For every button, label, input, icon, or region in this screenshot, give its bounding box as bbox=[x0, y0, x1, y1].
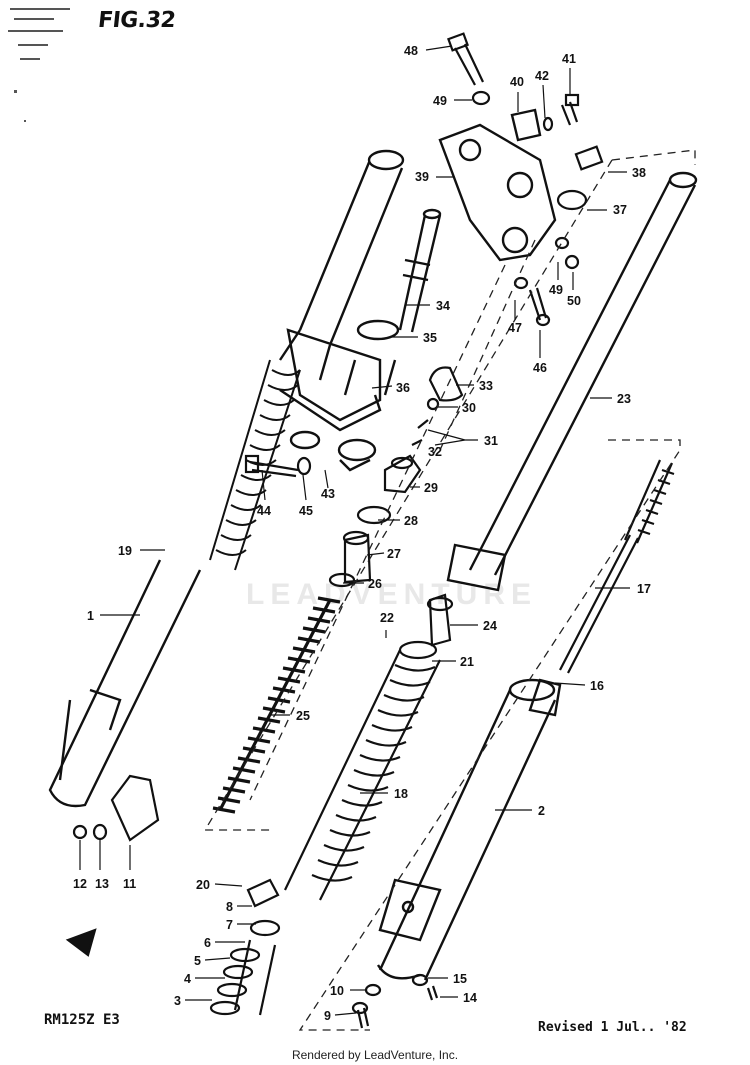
callout-50: 50 bbox=[567, 294, 581, 308]
inner-tube-23 bbox=[446, 171, 698, 592]
steering-stem-34 bbox=[343, 208, 442, 396]
footer-credit: Rendered by LeadVenture, Inc. bbox=[291, 1048, 459, 1062]
callout-29: 29 bbox=[424, 481, 438, 495]
callout-47: 47 bbox=[508, 321, 522, 335]
callout-49b: 49 bbox=[549, 283, 563, 297]
callout-34: 34 bbox=[436, 299, 450, 313]
callout-8: 8 bbox=[226, 900, 233, 914]
callout-11: 11 bbox=[123, 877, 136, 891]
callout-35: 35 bbox=[423, 331, 437, 345]
callout-19: 19 bbox=[118, 544, 132, 558]
callout-36: 36 bbox=[396, 381, 410, 395]
callout-32: 32 bbox=[428, 445, 442, 459]
callout-4: 4 bbox=[184, 972, 191, 986]
revision-note: Revised 1 Jul.. '82 bbox=[538, 1020, 687, 1035]
callout-6: 6 bbox=[204, 936, 211, 950]
callout-18: 18 bbox=[394, 787, 408, 801]
callout-30: 30 bbox=[462, 401, 476, 415]
callout-41: 41 bbox=[562, 52, 576, 66]
callout-33: 33 bbox=[479, 379, 493, 393]
callout-37: 37 bbox=[613, 203, 627, 217]
callout-45: 45 bbox=[299, 504, 313, 518]
callout-21: 21 bbox=[460, 655, 474, 669]
watermark: LEADVENTURE bbox=[246, 578, 538, 611]
figure-title: FIG.32 bbox=[96, 8, 177, 33]
lower-bracket-36 bbox=[279, 389, 382, 472]
callout-leaders bbox=[79, 45, 630, 1016]
callout-13: 13 bbox=[95, 877, 109, 891]
small-parts-center bbox=[244, 366, 464, 588]
bolts-41-48 bbox=[447, 32, 604, 327]
callout-14: 14 bbox=[463, 991, 477, 1005]
callout-25: 25 bbox=[296, 709, 310, 723]
fork-spring-25 bbox=[212, 596, 341, 814]
damper-rod-17 bbox=[559, 459, 675, 674]
dashed-reference-lines bbox=[203, 149, 696, 1031]
callout-49a: 49 bbox=[433, 94, 447, 108]
callout-10: 10 bbox=[330, 984, 344, 998]
callout-28: 28 bbox=[404, 514, 418, 528]
callout-46: 46 bbox=[533, 361, 547, 375]
callout-43: 43 bbox=[321, 487, 335, 501]
lower-left-parts bbox=[65, 774, 439, 1029]
callout-23: 23 bbox=[617, 392, 631, 406]
callout-1: 1 bbox=[87, 609, 94, 623]
callout-22: 22 bbox=[380, 611, 394, 625]
callout-39: 39 bbox=[415, 170, 429, 184]
seals-3-8 bbox=[209, 878, 281, 1016]
callout-5: 5 bbox=[194, 954, 201, 968]
left-fork-leg bbox=[48, 149, 405, 808]
callout-31: 31 bbox=[484, 434, 498, 448]
callout-15: 15 bbox=[453, 972, 467, 986]
callout-44: 44 bbox=[257, 504, 271, 518]
callout-40: 40 bbox=[510, 75, 524, 89]
callout-9: 9 bbox=[324, 1009, 331, 1023]
callout-17: 17 bbox=[637, 582, 651, 596]
callout-27: 27 bbox=[387, 547, 401, 561]
callout-12: 12 bbox=[73, 877, 87, 891]
callout-42: 42 bbox=[535, 69, 549, 83]
model-code: RM125Z E3 bbox=[44, 1012, 120, 1028]
outer-slider-2 bbox=[376, 678, 562, 981]
callout-2: 2 bbox=[538, 804, 545, 818]
callout-labels: 48 49 40 42 41 39 38 37 49 50 47 46 34 3… bbox=[73, 44, 651, 1023]
fork-boot-19 bbox=[209, 359, 301, 571]
callout-20: 20 bbox=[196, 878, 210, 892]
callout-48: 48 bbox=[404, 44, 418, 58]
callout-38: 38 bbox=[632, 166, 646, 180]
callout-16: 16 bbox=[590, 679, 604, 693]
callout-3: 3 bbox=[174, 994, 181, 1008]
callout-24: 24 bbox=[483, 619, 497, 633]
scan-noise bbox=[8, 8, 70, 122]
callout-7: 7 bbox=[226, 918, 233, 932]
top-bracket-39 bbox=[438, 108, 557, 262]
boot-18 bbox=[284, 593, 454, 901]
callout-26: 26 bbox=[368, 577, 382, 591]
